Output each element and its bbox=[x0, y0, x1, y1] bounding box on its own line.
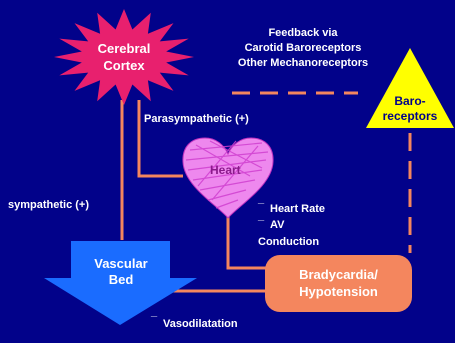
minus-sign-av: _ bbox=[258, 210, 264, 222]
sympathetic-label: sympathetic (+) bbox=[8, 199, 89, 211]
cerebral-cortex-label-line2: Cortex bbox=[87, 57, 161, 74]
av-label: AV bbox=[270, 219, 284, 231]
feedback-label: Feedback via Carotid Baroreceptors Other… bbox=[208, 26, 398, 71]
parasympathetic-label: Parasympathetic (+) bbox=[144, 113, 249, 125]
baroreceptors-label-line2: receptors bbox=[370, 109, 450, 124]
cerebral-cortex-label-line1: Cerebral bbox=[87, 40, 161, 57]
cerebral-cortex-label: Cerebral Cortex bbox=[87, 40, 161, 74]
baroreceptors-label: Baro- receptors bbox=[370, 94, 450, 124]
minus-sign-vasodilatation: _ bbox=[151, 306, 157, 318]
vascular-bed-label-line2: Bed bbox=[80, 272, 162, 288]
conduction-label: Conduction bbox=[258, 236, 319, 248]
heart-rate-label: Heart Rate bbox=[270, 203, 325, 215]
bradycardia-label: Bradycardia/ Hypotension bbox=[265, 266, 412, 300]
parasympathetic-connector bbox=[139, 100, 183, 176]
vascular-bed-label-line1: Vascular bbox=[80, 256, 162, 272]
vasodilatation-label: Vasodilatation bbox=[163, 318, 238, 330]
feedback-label-line3: Other Mechanoreceptors bbox=[208, 56, 398, 71]
heart-label: Heart bbox=[210, 163, 241, 177]
baroreceptors-label-line1: Baro- bbox=[370, 94, 450, 109]
vascular-bed-label: Vascular Bed bbox=[80, 256, 162, 288]
bradycardia-label-line1: Bradycardia/ bbox=[265, 266, 412, 283]
bradycardia-label-line2: Hypotension bbox=[265, 283, 412, 300]
minus-sign-heart-rate: _ bbox=[258, 193, 264, 205]
feedback-label-line1: Feedback via bbox=[208, 26, 398, 41]
feedback-label-line2: Carotid Baroreceptors bbox=[208, 41, 398, 56]
